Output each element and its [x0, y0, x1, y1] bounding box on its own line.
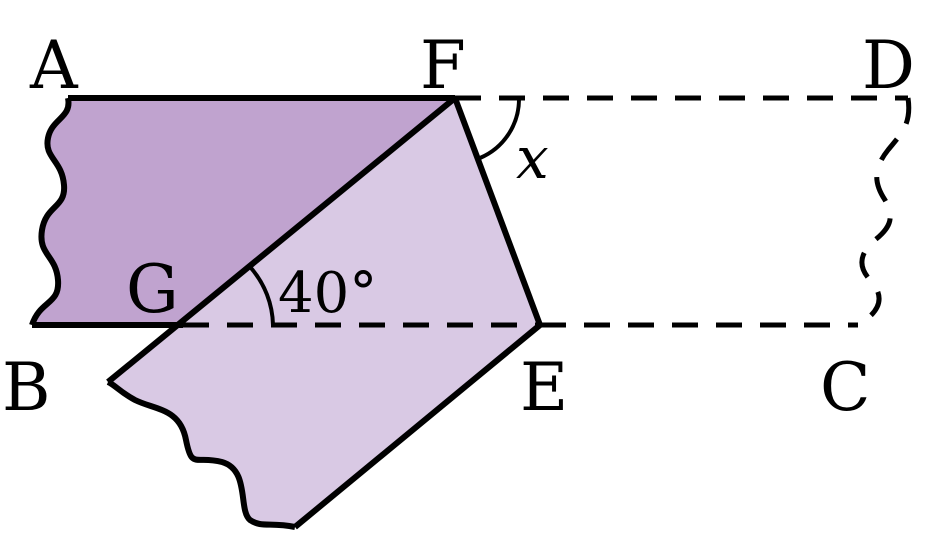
- wavy-edge-AB: [29, 97, 72, 327]
- unfolded-region: [32, 98, 455, 325]
- fold-line-FG: [106, 95, 457, 385]
- dashed-wavy-edge-DC: [856, 97, 912, 328]
- angle-label-x: x: [516, 124, 549, 192]
- label-F: F: [420, 27, 466, 104]
- label-C: C: [820, 349, 871, 426]
- label-B: B: [2, 349, 51, 426]
- segment-FE: [452, 96, 543, 327]
- folded-flap-region: [108, 98, 540, 527]
- segment-E-flap-bottom: [293, 322, 542, 530]
- label-D: D: [862, 27, 915, 104]
- angle-label-40: 40°: [278, 261, 377, 326]
- label-E: E: [520, 349, 568, 426]
- label-G: G: [126, 251, 179, 328]
- wavy-edge-flap: [106, 379, 296, 530]
- angle-arc-40: [249, 266, 275, 326]
- angle-arc-x: [479, 97, 522, 160]
- label-A: A: [29, 27, 79, 104]
